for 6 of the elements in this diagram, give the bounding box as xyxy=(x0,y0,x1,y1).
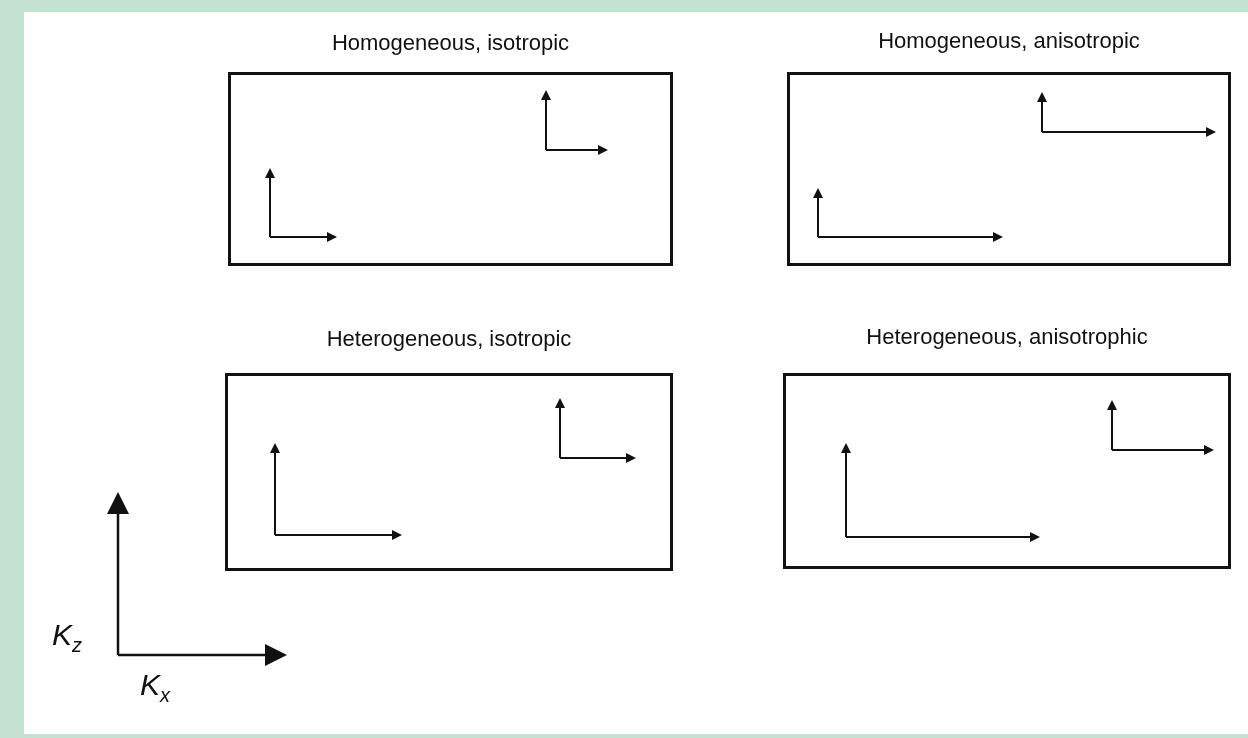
panel-heading: Homogeneous, anisotropic xyxy=(877,28,1141,54)
axis-label: K$_{z}$ xyxy=(52,618,82,657)
panel-heading: Heterogeneous, isotropic xyxy=(325,326,573,352)
panel-heading: Homogeneous, isotropic xyxy=(330,30,571,56)
axis-label: K$_{x}$ xyxy=(140,668,170,707)
panel-heading: Heterogeneous, anisotrophic xyxy=(865,324,1149,350)
